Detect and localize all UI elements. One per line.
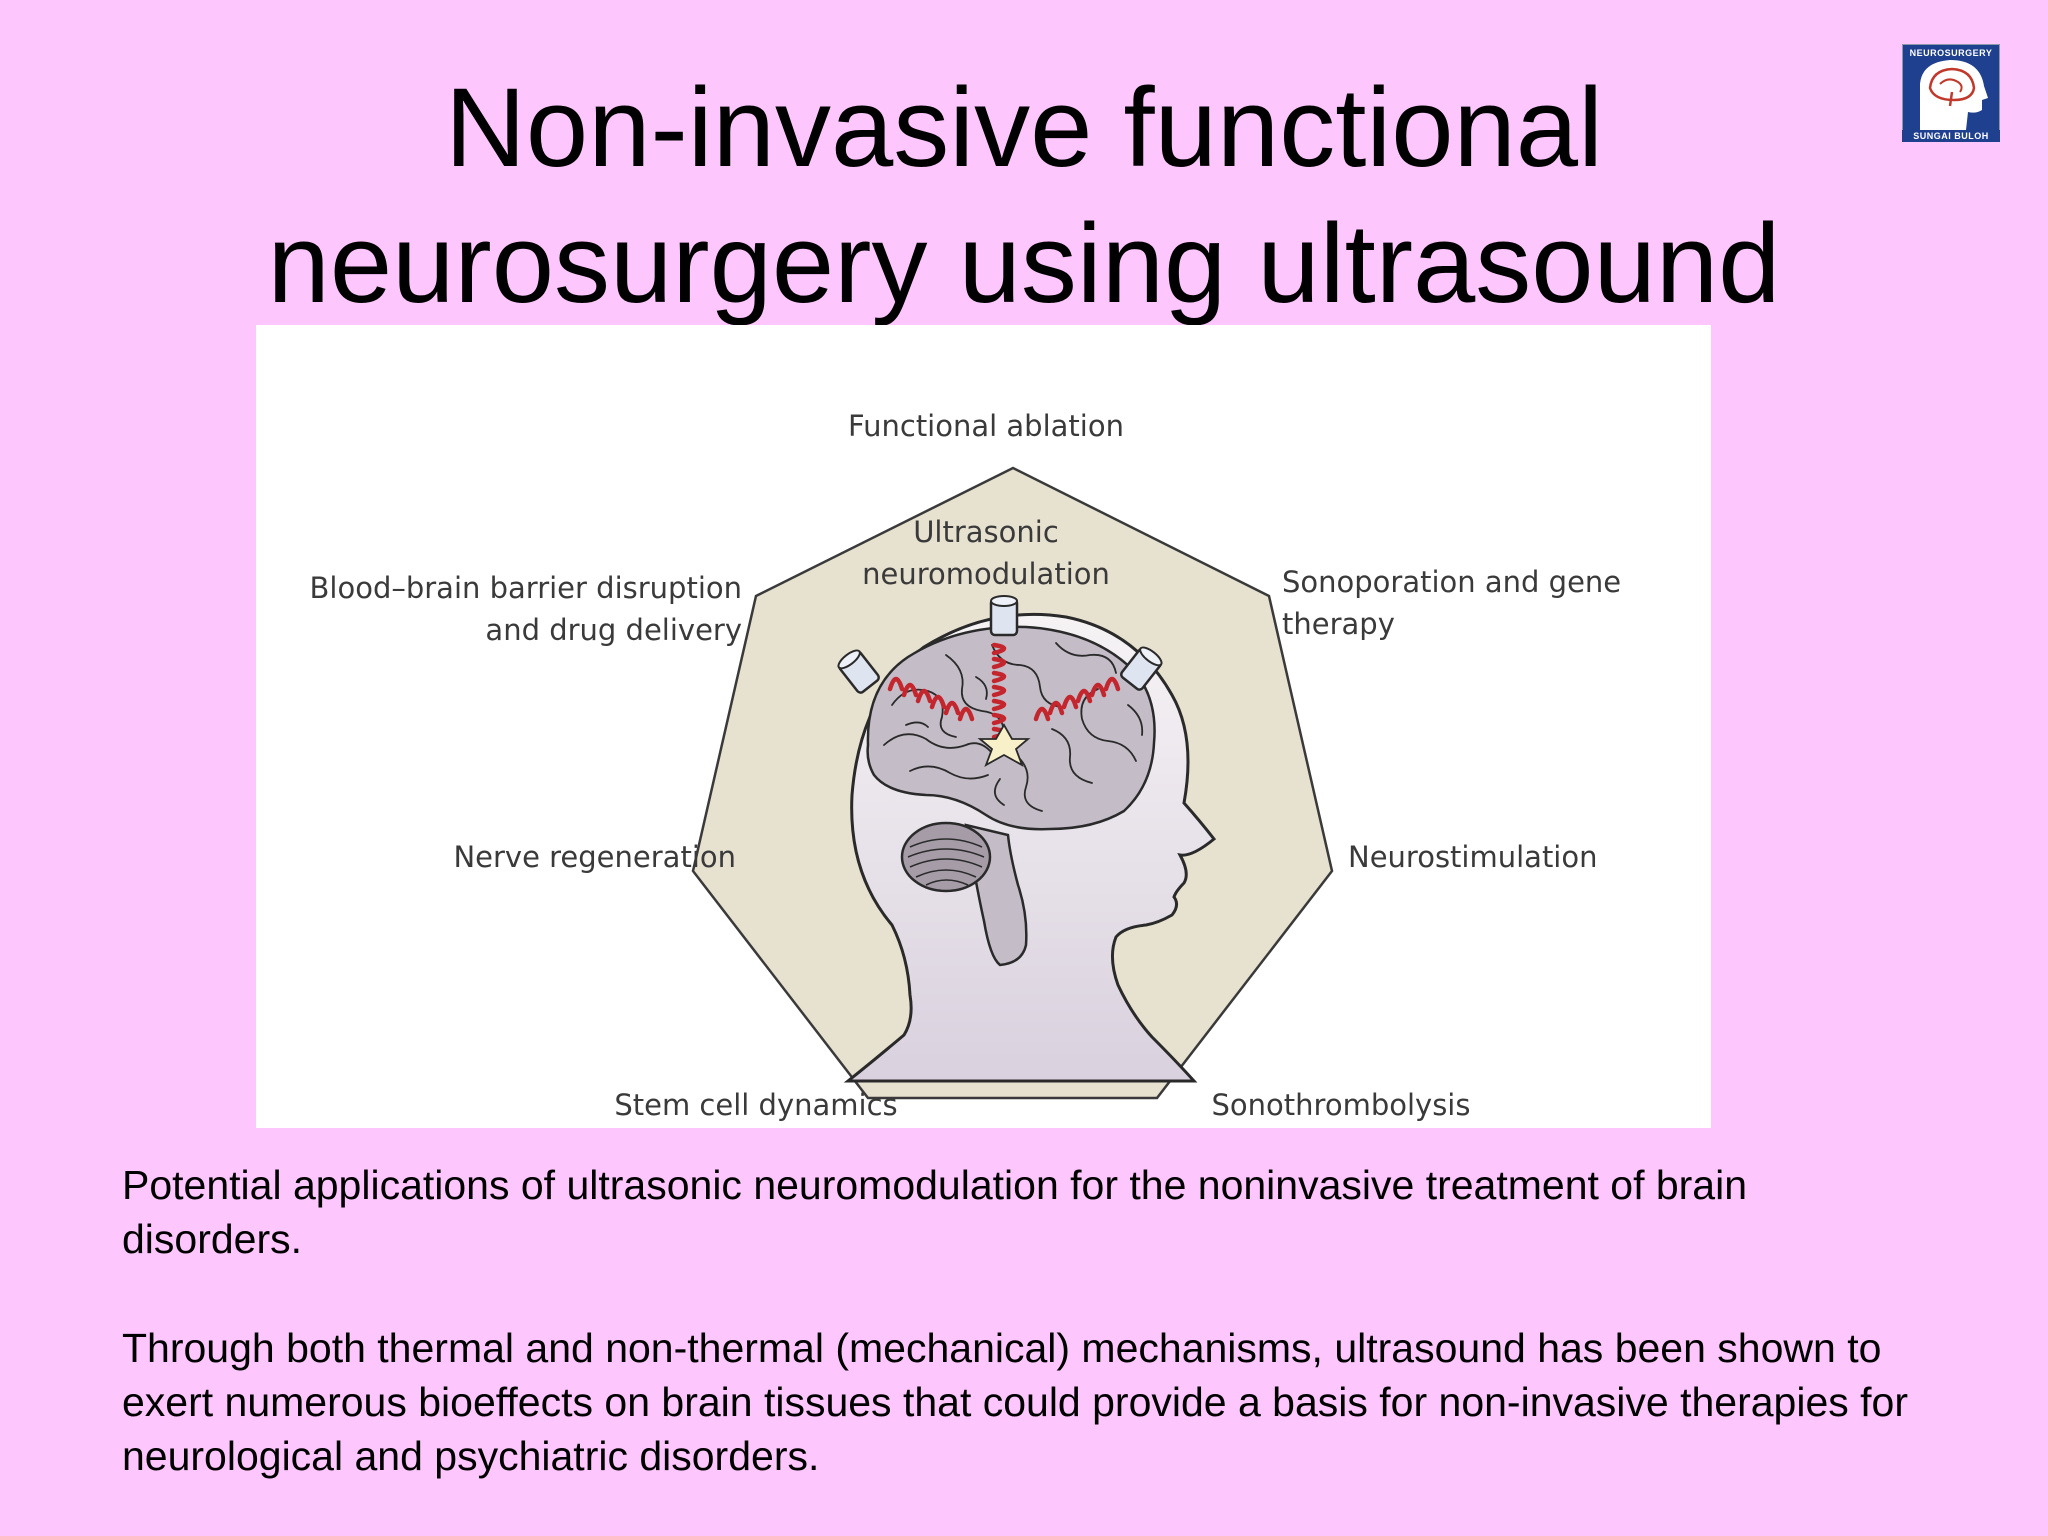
cerebrum — [866, 625, 1156, 831]
cerebellum-folds — [907, 838, 985, 886]
caption-paragraph-2: Through both thermal and non-thermal (me… — [122, 1325, 1909, 1479]
label-sonoporation-gene-therapy: Sonoporation and gene therapy — [1282, 565, 1622, 641]
label-nerve-regeneration: Nerve regeneration — [453, 840, 736, 874]
caption-paragraph-1: Potential applications of ultrasonic neu… — [122, 1162, 1748, 1262]
transducer-right-icon — [1120, 646, 1163, 691]
transducer-left-icon — [837, 649, 880, 694]
logo-text-top: NEUROSURGERY — [1910, 48, 1993, 58]
ultrasound-applications-diagram: Functional ablation Ultrasonic neuromodu… — [256, 325, 1711, 1128]
label-bbb-disruption-drug-delivery: Blood–brain barrier disruption and drug … — [309, 571, 743, 647]
ultrasound-waves — [887, 642, 1121, 740]
diagram-artwork — [691, 466, 1334, 1100]
neurosurgery-brain-logo-icon: NEUROSURGERY SUNGAI BULOH — [1901, 43, 2001, 143]
label-functional-ablation: Functional ablation — [848, 409, 1124, 443]
label-ultrasonic-neuromodulation: Ultrasonic neuromodulation — [862, 515, 1110, 591]
label-sonothrombolysis: Sonothrombolysis — [1211, 1088, 1471, 1122]
focal-point-star-icon — [977, 723, 1031, 767]
slide-title-line-1: Non-invasive functional — [445, 65, 1603, 190]
neurosurgery-logo: NEUROSURGERY SUNGAI BULOH — [1901, 43, 2001, 143]
label-stem-cell-dynamics: Stem cell dynamics — [614, 1088, 898, 1122]
slide-title-line-2: neurosurgery using ultrasound — [267, 201, 1781, 326]
transducer-center-icon — [989, 595, 1019, 637]
label-neurostimulation: Neurostimulation — [1348, 840, 1598, 874]
logo-text-bottom: SUNGAI BULOH — [1913, 131, 1989, 141]
slide-title: Non-invasive functional neurosurgery usi… — [200, 60, 1848, 332]
